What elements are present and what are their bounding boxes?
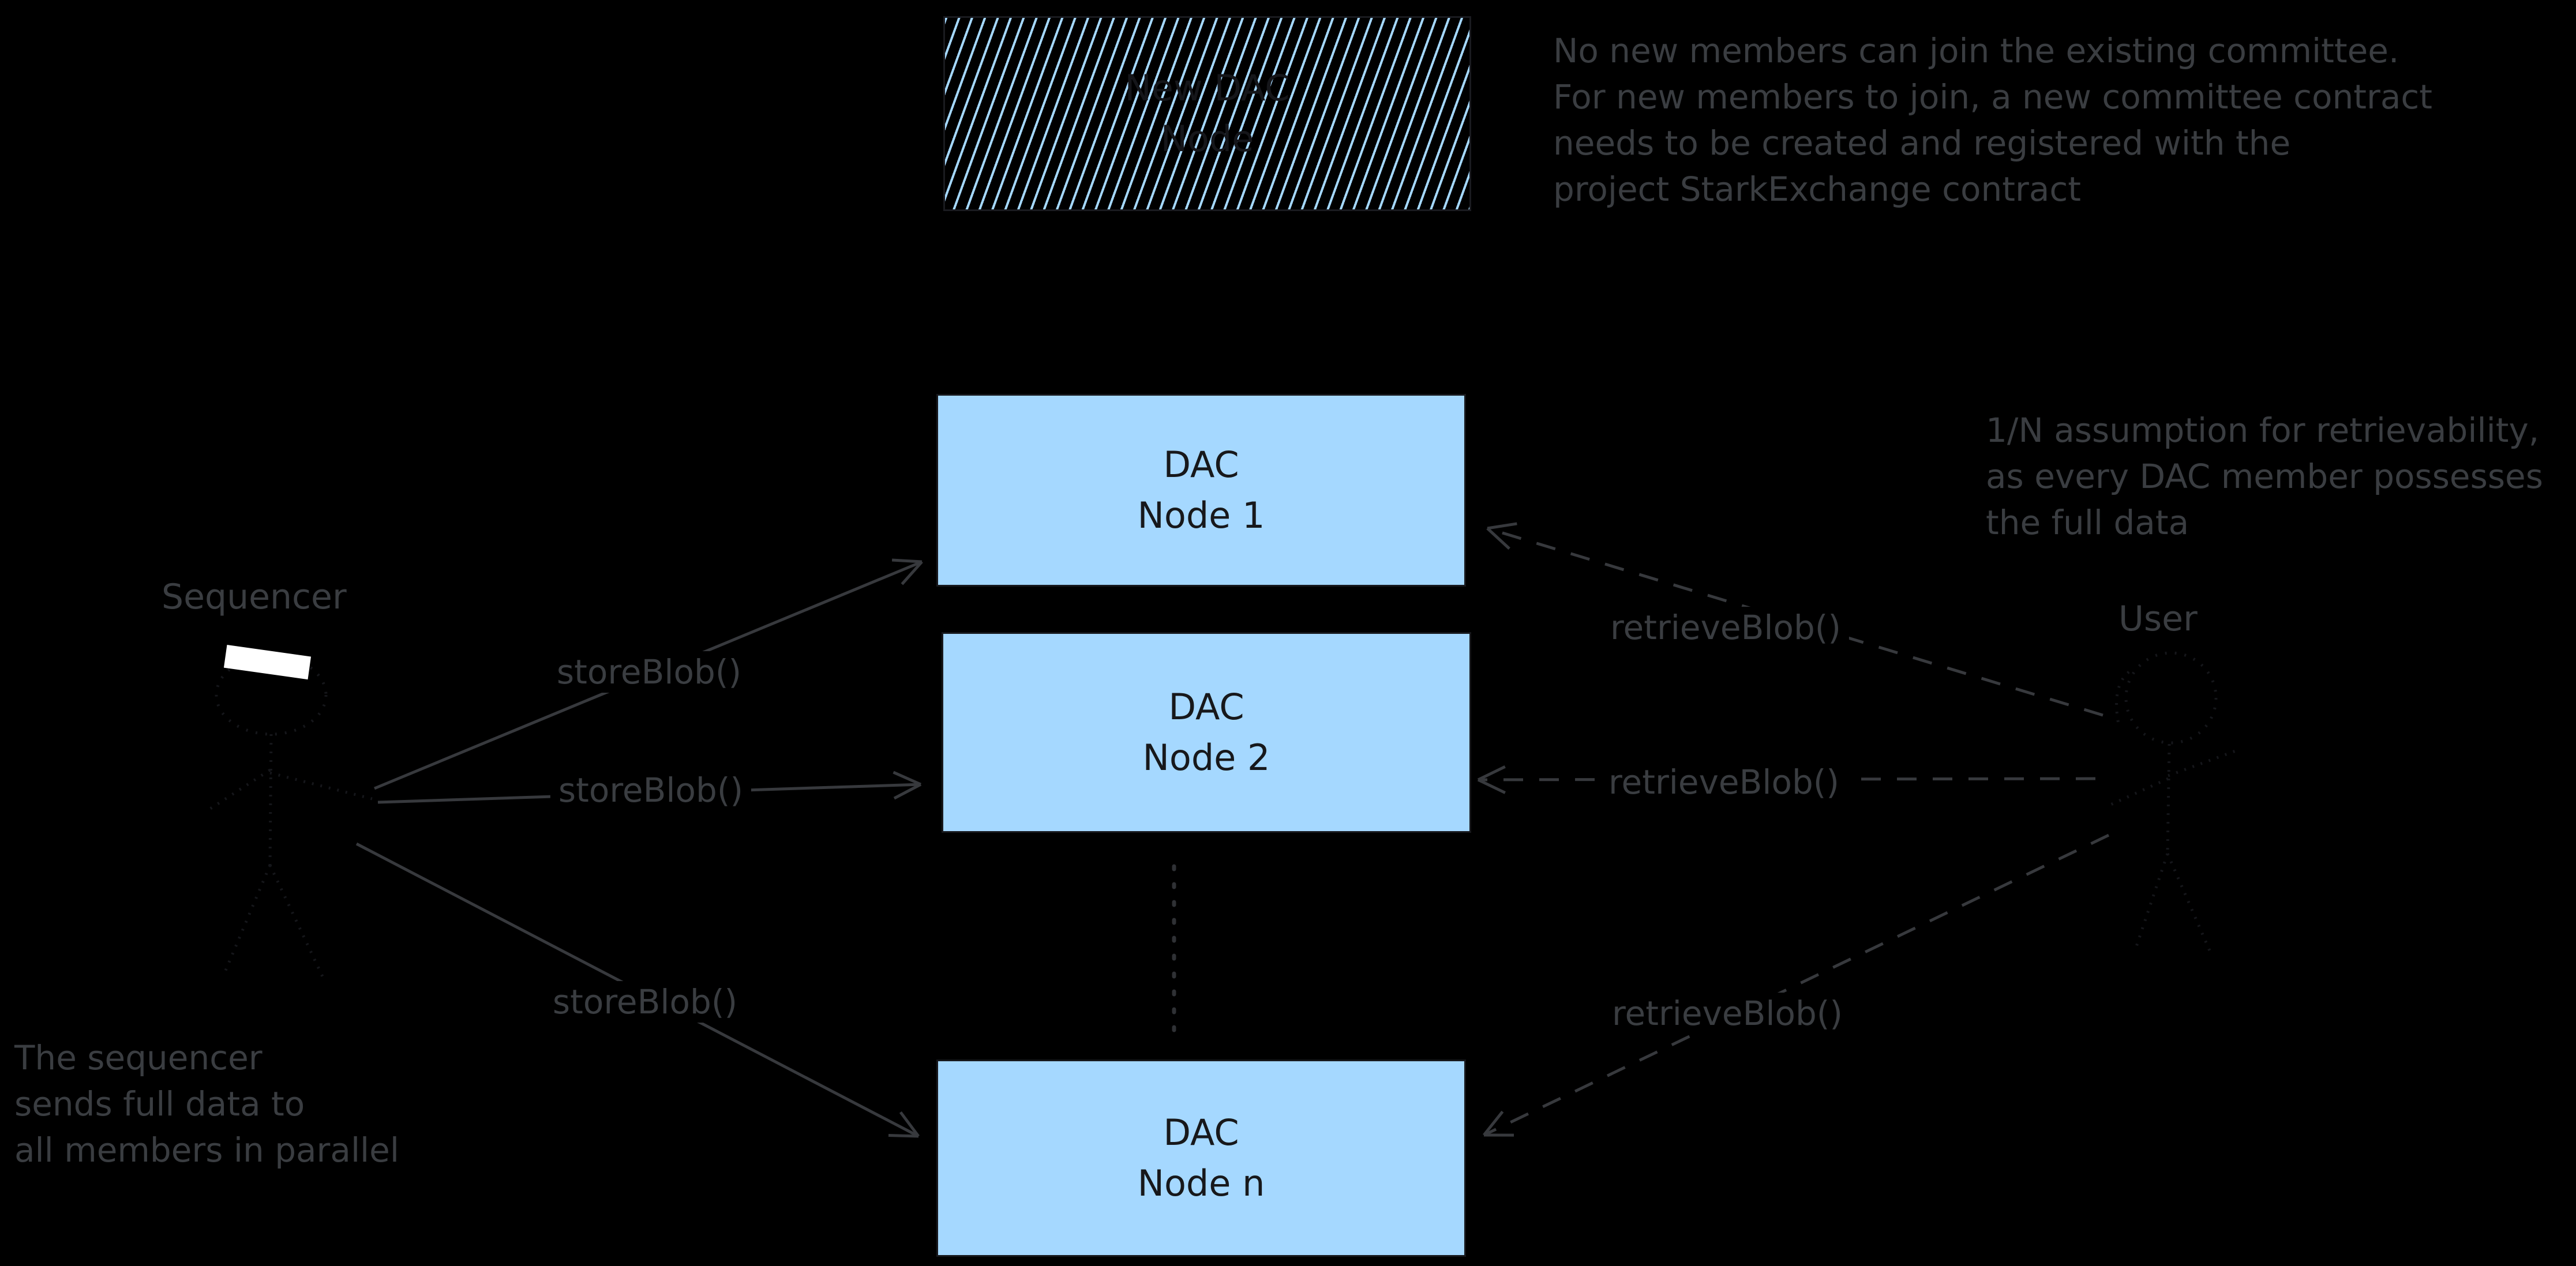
user-icon xyxy=(2106,651,2239,955)
sequencer-note-line3: all members in parallel xyxy=(14,1130,399,1170)
sequencer-note-line2: sends full data to xyxy=(14,1084,305,1124)
new-dac-node-label-line1: New DAC xyxy=(1124,67,1290,109)
committee-note-line1: No new members can join the existing com… xyxy=(1553,31,2399,70)
retrievability-note-line1: 1/N assumption for retrievability, xyxy=(1986,411,2540,450)
dac-node-1-label-line2: Node 1 xyxy=(1137,494,1265,536)
new-dac-node-label-line2: Node xyxy=(1160,118,1254,160)
sequencer-icon xyxy=(207,645,373,979)
store-blob-label-3: storeBlob() xyxy=(544,981,746,1023)
sequencer-label: Sequencer xyxy=(162,577,347,617)
retrieve-blob-arrow-noden xyxy=(1483,833,2110,1137)
dac-node-1-box: DAC Node 1 xyxy=(936,394,1466,587)
committee-note-line3: needs to be created and registered with … xyxy=(1553,123,2291,163)
retrieve-blob-label-2: retrieveBlob() xyxy=(1600,761,1848,803)
sequencer-note-line1: The sequencer xyxy=(14,1038,263,1077)
sequencer-note: The sequencer sends full data to all mem… xyxy=(14,1035,399,1173)
user-label: User xyxy=(2118,599,2198,639)
sequencer-visor xyxy=(223,645,312,680)
dac-node-n-label-line2: Node n xyxy=(1137,1162,1265,1204)
retrieve-blob-label-1: retrieveBlob() xyxy=(1602,607,1850,648)
dac-node-n-label-line1: DAC xyxy=(1163,1111,1239,1154)
retrievability-note: 1/N assumption for retrievability, as ev… xyxy=(1986,407,2543,546)
store-blob-label-2: storeBlob() xyxy=(550,769,752,811)
dac-node-2-label-line1: DAC xyxy=(1168,686,1244,728)
committee-note: No new members can join the existing com… xyxy=(1553,28,2432,212)
dac-node-n-box: DAC Node n xyxy=(936,1060,1466,1257)
dac-node-1-label-line1: DAC xyxy=(1163,444,1239,486)
store-blob-label-1: storeBlob() xyxy=(548,651,750,693)
retrieve-blob-arrow-node2 xyxy=(1477,765,2096,794)
new-dac-node-box: New DAC Node xyxy=(943,16,1471,211)
retrievability-note-line2: as every DAC member possesses xyxy=(1986,457,2543,496)
dac-node-2-box: DAC Node 2 xyxy=(942,632,1471,833)
dac-node-2-label-line2: Node 2 xyxy=(1142,737,1270,779)
committee-note-line4: project StarkExchange contract xyxy=(1553,170,2082,209)
retrievability-note-line3: the full data xyxy=(1986,503,2189,542)
retrieve-blob-arrow-node1 xyxy=(1486,522,2103,717)
retrieve-blob-label-3: retrieveBlob() xyxy=(1603,993,1851,1034)
committee-note-line2: For new members to join, a new committee… xyxy=(1553,77,2433,117)
